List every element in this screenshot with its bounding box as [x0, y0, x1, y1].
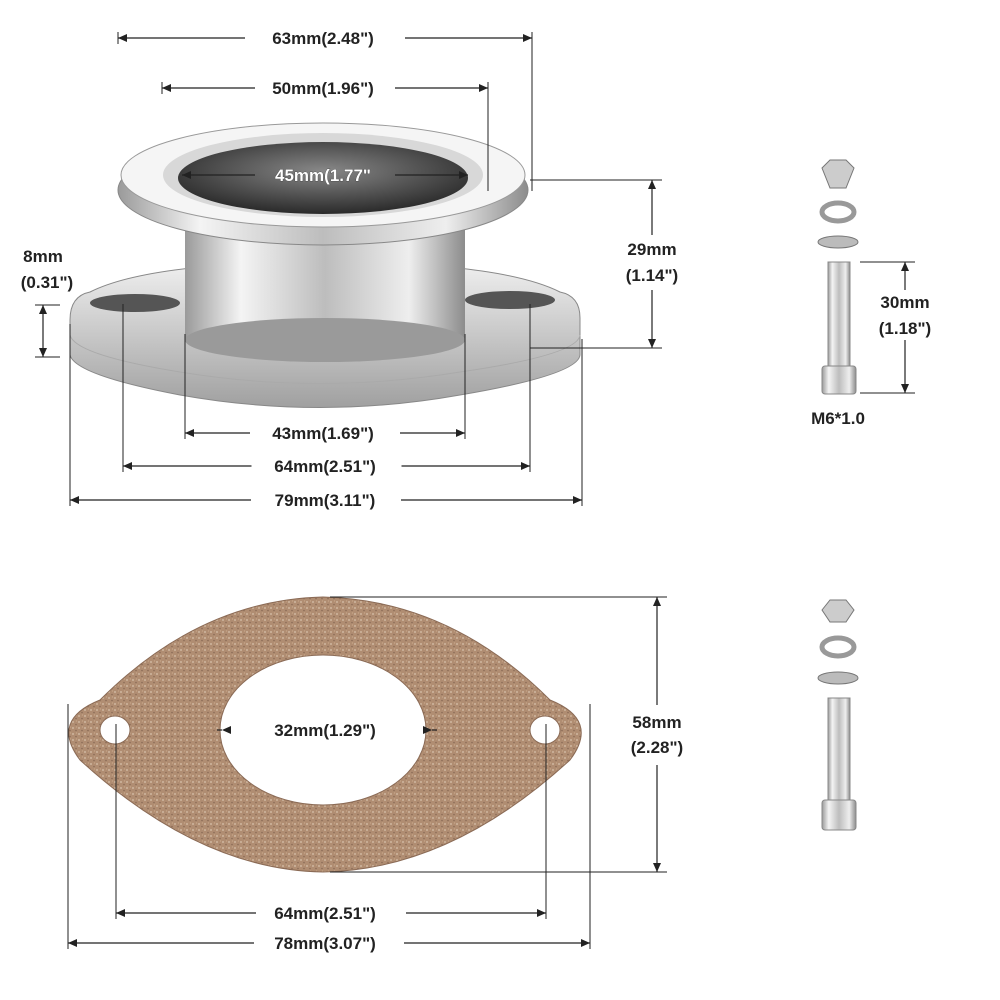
arrowhead: [648, 339, 656, 348]
label-bolt-length-in: (1.18"): [879, 319, 931, 338]
arrowhead: [523, 34, 532, 42]
arrowhead: [39, 348, 47, 357]
flange-bore: [178, 142, 468, 214]
arrowhead: [182, 171, 191, 179]
flat-washer-icon: [817, 671, 859, 685]
slot-hole-right: [465, 291, 555, 309]
label-gasket-hole-spacing: 64mm(2.51"): [274, 904, 376, 923]
label-outer-ring: 63mm(2.48"): [272, 29, 374, 48]
arrowhead: [123, 462, 132, 470]
lock-washer-icon: [819, 200, 857, 224]
hex-nut-icon: [821, 599, 855, 623]
label-bore: 45mm(1.77": [275, 166, 371, 185]
arrowhead: [581, 939, 590, 947]
arrowhead: [118, 34, 127, 42]
arrowhead: [70, 496, 79, 504]
arrowhead: [185, 429, 194, 437]
label-gasket-height-mm: 58mm: [632, 713, 681, 732]
arrowhead: [459, 171, 468, 179]
label-overall-width: 79mm(3.11"): [275, 491, 376, 510]
arrowhead: [479, 84, 488, 92]
label-bolt-length-mm: 30mm: [880, 293, 929, 312]
arrowhead: [648, 180, 656, 189]
arrowhead: [537, 909, 546, 917]
arrowhead: [456, 429, 465, 437]
label-height-mm: 29mm: [627, 240, 676, 259]
arrowhead: [39, 305, 47, 314]
label-gasket-bore: 32mm(1.29"): [274, 721, 376, 740]
arrowhead: [521, 462, 530, 470]
arrowhead: [901, 262, 909, 271]
arrowhead: [423, 726, 432, 734]
hardware-set-top: [817, 159, 859, 395]
label-gasket-height-in: (2.28"): [631, 738, 683, 757]
slot-hole-left: [90, 294, 180, 312]
flat-washer-icon: [817, 235, 859, 249]
label-gasket-overall-width: 78mm(3.07"): [274, 934, 376, 953]
arrowhead: [222, 726, 231, 734]
bolt-shank-icon: [827, 697, 851, 804]
bolt-shank-icon: [827, 261, 851, 371]
arrowhead: [653, 863, 661, 872]
label-plate-in: (0.31"): [21, 273, 73, 292]
label-ring-inner: 50mm(1.96"): [272, 79, 374, 98]
arrowhead: [116, 909, 125, 917]
bolt-head-icon: [821, 799, 857, 831]
arrowhead: [901, 384, 909, 393]
label-height-in: (1.14"): [626, 266, 678, 285]
dimension-lines: [35, 32, 915, 949]
arrowhead: [68, 939, 77, 947]
arrowhead: [653, 597, 661, 606]
lock-washer-icon: [819, 635, 857, 659]
label-base-bore: 43mm(1.69"): [272, 424, 374, 443]
label-plate-mm: 8mm: [23, 247, 63, 266]
flange-illustration: [69, 122, 581, 408]
arrowhead: [162, 84, 171, 92]
label-thread: M6*1.0: [811, 409, 865, 428]
label-hole-spacing: 64mm(2.51"): [274, 457, 376, 476]
bolt-head-icon: [821, 365, 857, 395]
arrowhead: [573, 496, 582, 504]
hex-nut-icon: [821, 159, 855, 189]
hardware-set-bottom: [817, 599, 859, 831]
